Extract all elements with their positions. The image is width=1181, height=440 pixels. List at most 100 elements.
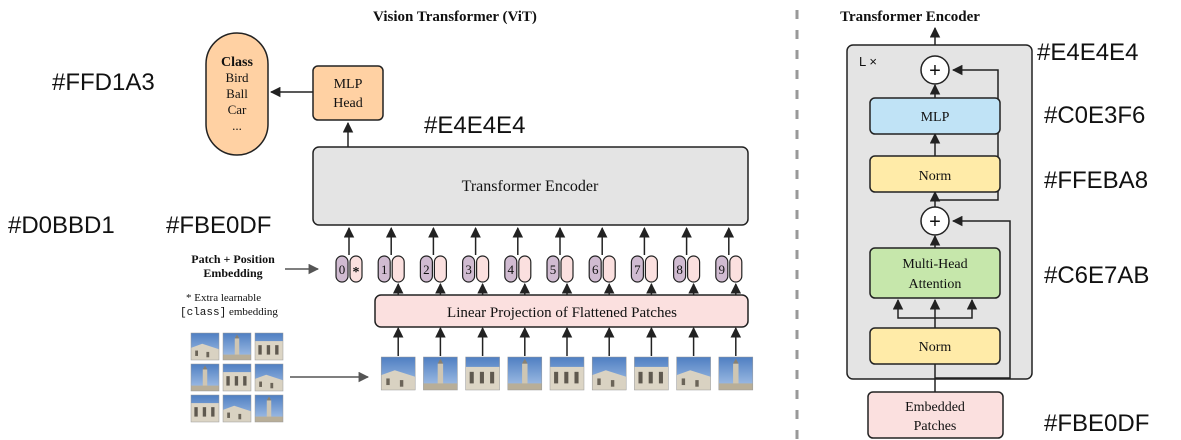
patch-embedding xyxy=(476,255,490,283)
color-label-patch: #FBE0DF xyxy=(166,212,271,239)
residual-add-2: + xyxy=(920,55,950,85)
flat-patch-9 xyxy=(718,356,754,391)
vit-title: Vision Transformer (ViT) xyxy=(373,9,537,25)
token-index: 2 xyxy=(423,262,430,277)
token-index: 8 xyxy=(676,262,683,277)
grid-patch-7 xyxy=(190,394,220,423)
token-index: 0 xyxy=(339,262,346,277)
patch-embedding xyxy=(560,255,574,283)
attention-line2: Attention xyxy=(909,277,962,292)
patch-embedding xyxy=(729,255,743,283)
embedded-line2: Patches xyxy=(914,419,957,434)
flat-patch-7 xyxy=(634,356,669,391)
token-9: 9 xyxy=(715,226,743,295)
patch-embedding xyxy=(644,255,659,283)
token-index: 7 xyxy=(634,262,641,277)
position-embedding xyxy=(419,255,433,283)
attention-line1: Multi-Head xyxy=(902,257,967,272)
attention-box: Multi-Head Attention xyxy=(869,247,1001,299)
extra-note-line2: [class] embedding xyxy=(180,306,278,319)
grid-patch-4 xyxy=(190,363,220,392)
class-item-ball: Ball xyxy=(226,86,248,101)
token-6: 6 xyxy=(588,226,616,295)
position-embedding xyxy=(672,255,687,283)
position-embedding xyxy=(546,255,560,283)
position-embedding xyxy=(377,255,391,283)
token-index: 3 xyxy=(465,262,472,277)
encoder-detail-title: Transformer Encoder xyxy=(840,9,980,25)
class-box: Class Bird Ball Car ... xyxy=(205,32,269,156)
flat-patch-4 xyxy=(507,356,543,391)
flat-patch-5 xyxy=(549,356,585,391)
linear-projection-label: Linear Projection of Flattened Patches xyxy=(447,305,677,321)
class-item-bird: Bird xyxy=(225,70,249,85)
plus-symbol-2: + xyxy=(929,60,941,82)
flat-patch-6 xyxy=(591,356,627,391)
class-item-car: Car xyxy=(228,102,247,117)
class-title: Class xyxy=(221,55,253,70)
token-index: 5 xyxy=(550,262,557,277)
color-label-attention: #C6E7AB xyxy=(1044,262,1149,289)
token-4: 4 xyxy=(504,226,532,295)
position-embedding xyxy=(630,255,645,283)
color-label-position: #D0BBD1 xyxy=(8,212,115,239)
color-label-mlp: #C0E3F6 xyxy=(1044,102,1145,129)
residual-line-mlp xyxy=(935,64,999,201)
patch-embedding xyxy=(518,255,532,283)
token-8: 8 xyxy=(672,226,701,295)
position-embedding xyxy=(462,255,476,283)
mlp-head-line2: Head xyxy=(333,96,363,111)
class-token-mark: * xyxy=(353,265,360,280)
norm-box-top: Norm xyxy=(869,155,1001,193)
position-embedding xyxy=(588,255,602,283)
grid-patch-6 xyxy=(254,363,284,392)
embedding-label-line2: Embedding xyxy=(203,266,262,280)
extra-note-rest: embedding xyxy=(226,306,278,318)
mlp-box: MLP xyxy=(869,97,1001,135)
input-image-grid xyxy=(190,332,284,423)
color-label-class: #FFD1A3 xyxy=(52,69,155,96)
flat-patch-1 xyxy=(380,356,416,391)
token-1: 1 xyxy=(377,226,405,295)
color-label-detail-encoder: #E4E4E4 xyxy=(1037,39,1138,66)
norm-box-bottom: Norm xyxy=(869,327,1001,365)
token-3: 3 xyxy=(462,226,490,295)
flat-patch-3 xyxy=(465,356,500,391)
position-embedding xyxy=(504,255,518,283)
mlp-head-line1: MLP xyxy=(334,77,363,92)
mlp-label: MLP xyxy=(921,110,950,125)
extra-note-code: [class] xyxy=(180,307,226,319)
linear-projection-box: Linear Projection of Flattened Patches xyxy=(374,294,749,328)
vit-encoder-box: Transformer Encoder xyxy=(312,146,749,226)
norm-label-top: Norm xyxy=(919,169,952,184)
vit-encoder-label: Transformer Encoder xyxy=(462,178,599,195)
mlp-head-box: MLP Head xyxy=(312,65,384,121)
token-index: 1 xyxy=(381,262,388,277)
position-embedding xyxy=(715,255,729,283)
grid-patch-5 xyxy=(222,363,252,392)
color-label-embedded: #FBE0DF xyxy=(1044,410,1149,437)
extra-note-line1: * Extra learnable xyxy=(186,292,261,304)
flat-patch-8 xyxy=(676,356,711,391)
class-item-more: ... xyxy=(232,118,242,133)
patch-embedding xyxy=(602,255,616,283)
residual-line-attention xyxy=(935,215,1011,379)
patch-embedding xyxy=(433,255,447,283)
flattened-patch-row xyxy=(380,326,754,391)
plus-symbol-1: + xyxy=(929,211,941,233)
grid-patch-1 xyxy=(190,332,220,361)
token-2: 2 xyxy=(419,226,447,295)
flat-patch-2 xyxy=(423,356,458,391)
token-index: 6 xyxy=(592,262,599,277)
token-5: 5 xyxy=(546,226,574,295)
token-index: 4 xyxy=(508,262,515,277)
norm-label-bottom: Norm xyxy=(919,340,952,355)
embedding-label-line1: Patch + Position xyxy=(191,252,275,266)
grid-patch-9 xyxy=(254,394,284,423)
patch-embedding xyxy=(686,255,701,283)
grid-patch-3 xyxy=(254,332,284,361)
repeat-label: L × xyxy=(859,54,877,69)
embedded-patches-box: Embedded Patches xyxy=(867,391,1004,439)
token-0: 0* xyxy=(335,226,363,283)
